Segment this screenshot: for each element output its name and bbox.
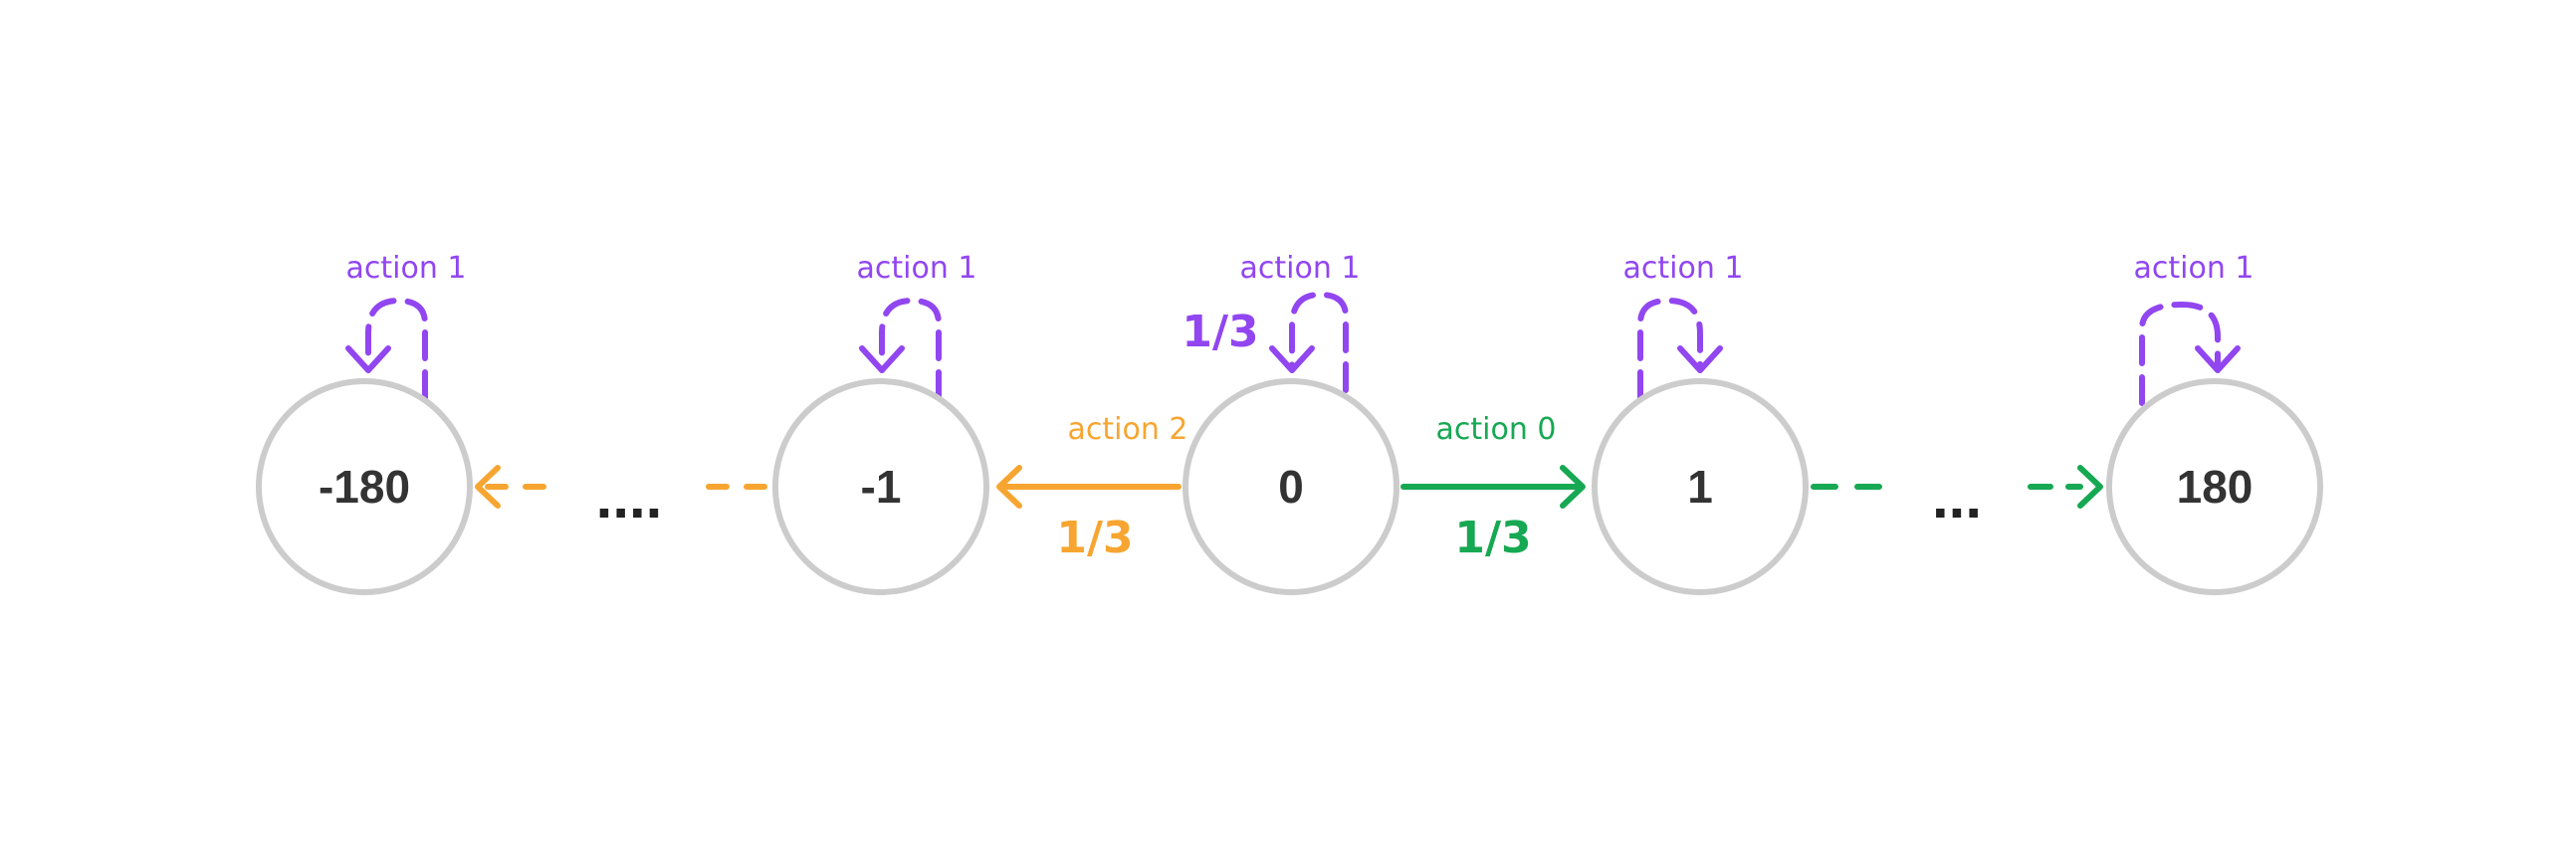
edge-action-0 xyxy=(1400,465,1586,509)
edge-action-2 xyxy=(996,465,1181,509)
self-loop-node-minus-1 xyxy=(859,297,942,401)
ellipsis-left: .... xyxy=(596,464,663,531)
node-1: 1 xyxy=(1592,378,1809,595)
edge-dashed-right xyxy=(1811,465,2103,509)
edge-action-0-probability: 1/3 xyxy=(1454,513,1531,563)
self-loop-node-0 xyxy=(1269,291,1349,393)
edge-dashed-left xyxy=(475,465,767,509)
node-minus-1: -1 xyxy=(772,378,989,595)
self-loop-node-minus-180 xyxy=(345,297,428,401)
edge-action-2-label: action 2 xyxy=(1068,412,1188,447)
node-label: -1 xyxy=(861,461,902,513)
node-label: 180 xyxy=(2177,461,2254,513)
self-loop-probability: 1/3 xyxy=(1181,307,1258,357)
node-circle xyxy=(772,378,989,595)
node-circle xyxy=(1182,378,1399,595)
node-circle xyxy=(2106,378,2323,595)
node-minus-180: -180 xyxy=(256,378,473,595)
self-loop-node-1 xyxy=(1637,297,1723,401)
node-0: 0 xyxy=(1182,378,1399,595)
self-loop-label: action 1 xyxy=(1623,251,1744,286)
self-loop-label: action 1 xyxy=(346,251,467,286)
node-180: 180 xyxy=(2106,378,2323,595)
ellipsis-right: ... xyxy=(1932,464,1982,531)
node-label: 0 xyxy=(1278,461,1304,513)
self-loop-label: action 1 xyxy=(1240,251,1361,286)
node-label: -180 xyxy=(319,461,410,513)
edge-action-0-label: action 0 xyxy=(1436,412,1557,447)
node-circle xyxy=(256,378,473,595)
self-loop-label: action 1 xyxy=(857,251,977,286)
node-label: 1 xyxy=(1687,461,1713,513)
self-loop-label: action 1 xyxy=(2134,251,2254,286)
self-loop-node-180 xyxy=(2139,301,2241,406)
node-circle xyxy=(1592,378,1809,595)
edge-action-2-probability: 1/3 xyxy=(1056,513,1133,563)
